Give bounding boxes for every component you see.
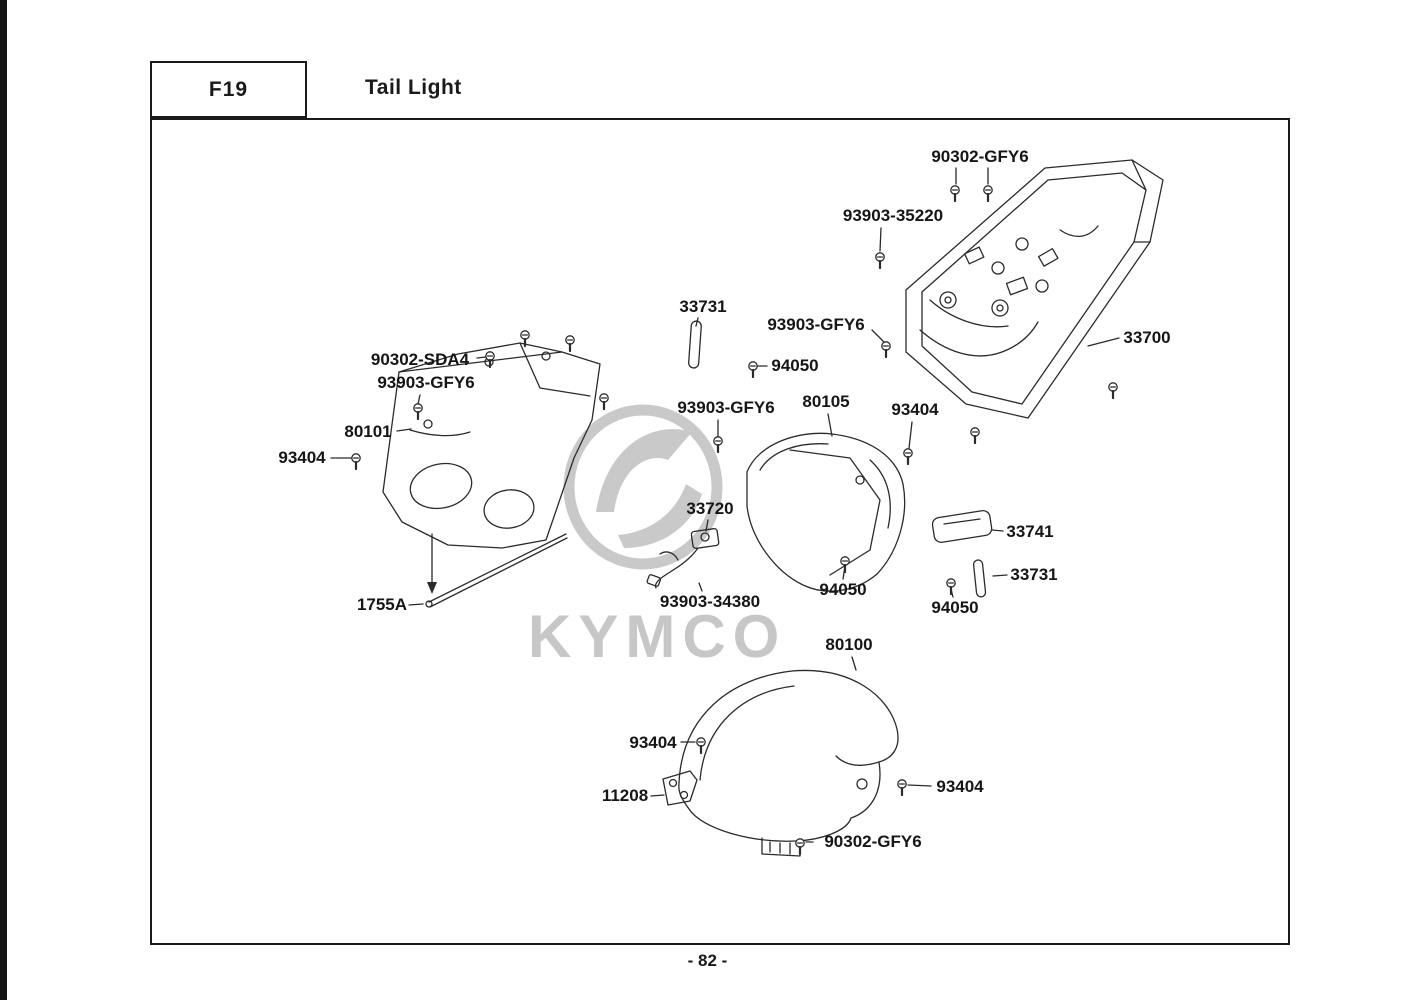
- part-label: 94050: [931, 598, 979, 617]
- page-number: - 82 -: [687, 951, 728, 970]
- part-label: 33731: [1010, 565, 1058, 584]
- part-label: 90302-SDA4: [370, 350, 470, 369]
- part-label: 11208: [601, 786, 649, 805]
- part-label: 93404: [278, 448, 326, 467]
- part-label: 93903-GFY6: [377, 373, 475, 392]
- part-label: 90302-GFY6: [931, 147, 1029, 166]
- part-label: 93903-GFY6: [677, 398, 775, 417]
- part-label: 33720: [686, 499, 734, 518]
- part-label: 93404: [891, 400, 939, 419]
- part-label: 93404: [629, 733, 677, 752]
- part-label: 94050: [819, 580, 867, 599]
- section-code: F19: [208, 77, 249, 101]
- part-label: 33700: [1123, 328, 1171, 347]
- part-label: 33741: [1006, 522, 1054, 541]
- part-label: 33731: [679, 297, 727, 316]
- part-label: 93903-GFY6: [767, 315, 865, 334]
- part-label: 80105: [802, 392, 850, 411]
- part-label: 93903-35220: [842, 206, 944, 225]
- page-title: Tail Light: [365, 76, 462, 99]
- section-code-box: F19: [150, 61, 307, 118]
- part-label: 1755A: [356, 595, 408, 614]
- part-label: 90302-GFY6: [824, 832, 922, 851]
- part-label: 93903-34380: [659, 592, 761, 611]
- part-label: 93404: [936, 777, 984, 796]
- part-label: 94050: [771, 356, 819, 375]
- part-label: 80101: [344, 422, 392, 441]
- scan-edge-artifact: [0, 0, 7, 1000]
- part-label: 80100: [825, 635, 873, 654]
- kymco-watermark-text: KYMCO: [528, 603, 787, 670]
